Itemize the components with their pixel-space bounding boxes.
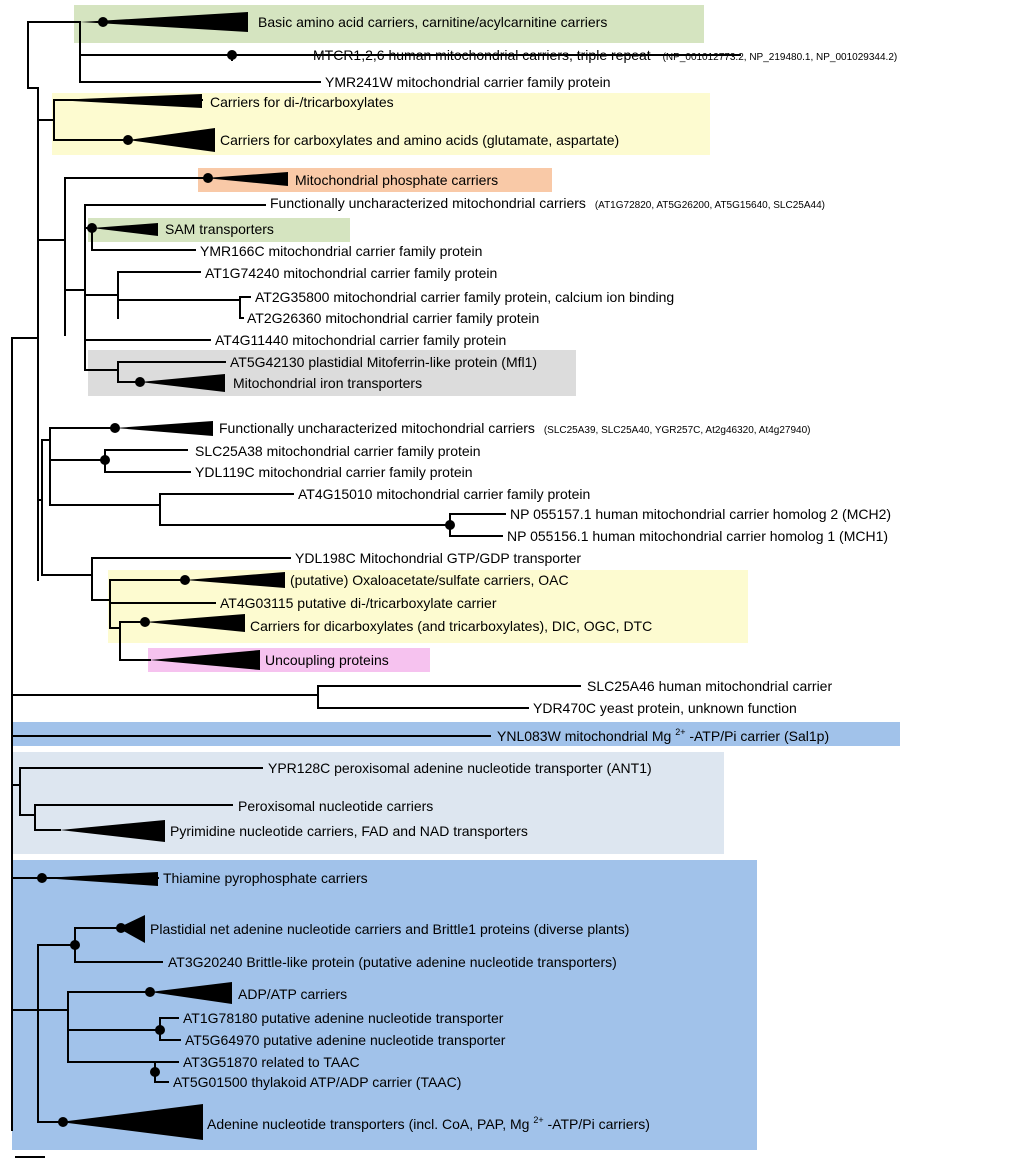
node-dot xyxy=(155,1025,165,1035)
label-ypr128c: YPR128C peroxisomal adenine nucleotide t… xyxy=(268,760,652,776)
collapsed-clades xyxy=(42,12,288,1140)
label-at5g42130: AT5G42130 plastidial Mitoferrin-like pro… xyxy=(230,354,537,370)
box-iron xyxy=(88,350,576,396)
clade-triangle-oac xyxy=(185,572,285,588)
label-ynl083w-part1: YNL083W mitochondrial Mg xyxy=(497,728,671,744)
label-at4g03115: AT4G03115 putative di-/tricarboxylate ca… xyxy=(220,595,497,611)
label-pyrim: Pyrimidine nucleotide carriers, FAD and … xyxy=(170,823,528,839)
label-at4g15010: AT4G15010 mitochondrial carrier family p… xyxy=(298,486,590,502)
label-adenine-sup: 2+ xyxy=(533,1115,543,1125)
label-at3g51870: AT3G51870 related to TAAC xyxy=(183,1054,360,1070)
label-oac: (putative) Oxaloacetate/sulfate carriers… xyxy=(290,572,569,588)
label-ditri: Carriers for di-/tricarboxylates xyxy=(210,94,394,110)
label-slc25a38: SLC25A38 mitochondrial carrier family pr… xyxy=(195,443,481,459)
label-ydl119c: YDL119C mitochondrial carrier family pro… xyxy=(195,464,473,480)
node-dot xyxy=(116,923,126,933)
label-mtcr-accessions: (NP_001012773.2, NP_219480.1, NP_0010293… xyxy=(663,52,898,63)
label-phosphate: Mitochondrial phosphate carriers xyxy=(295,172,498,188)
label-ydl198c: YDL198C Mitochondrial GTP/GDP transporte… xyxy=(295,550,581,566)
clade-triangle-basic-amino-acid xyxy=(80,12,248,32)
label-slc25a46: SLC25A46 human mitochondrial carrier xyxy=(587,678,832,694)
node-dot xyxy=(180,575,190,585)
node-dot xyxy=(123,135,133,145)
label-iron: Mitochondrial iron transporters xyxy=(233,375,422,391)
label-thiamine: Thiamine pyrophosphate carriers xyxy=(163,870,368,886)
bootstrap-nodes xyxy=(37,17,455,1127)
node-dot xyxy=(445,520,455,530)
label-fu2-accessions: (SLC25A39, SLC25A40, YGR257C, At2g46320,… xyxy=(544,425,811,436)
node-dot xyxy=(70,940,80,950)
label-at4g11440: AT4G11440 mitochondrial carrier family p… xyxy=(215,332,506,348)
label-mch1: NP 055156.1 human mitochondrial carrier … xyxy=(507,528,888,544)
label-at5g64970: AT5G64970 putative adenine nucleotide tr… xyxy=(185,1032,506,1048)
clade-triangle-iron xyxy=(140,374,225,392)
label-fu1-accessions: (AT1G72820, AT5G26200, AT5G15640, SLC25A… xyxy=(595,200,825,211)
clade-triangle-adenine xyxy=(60,1104,203,1140)
node-dot xyxy=(145,987,155,997)
label-adenine-part2: -ATP/Pi carriers) xyxy=(547,1116,649,1132)
label-at5g01500: AT5G01500 thylakoid ATP/ADP carrier (TAA… xyxy=(173,1074,461,1090)
label-adenine-part1: Adenine nucleotide transporters (incl. C… xyxy=(207,1116,529,1132)
label-mch2: NP 055157.1 human mitochondrial carrier … xyxy=(510,506,891,522)
clade-triangle-adp-atp xyxy=(150,982,232,1004)
clade-triangle-plastidial xyxy=(118,915,145,943)
label-basic-amino-acid: Basic amino acid carriers, carnitine/acy… xyxy=(258,14,607,30)
box-ynl083w xyxy=(12,722,900,746)
clade-triangle-carboxylates xyxy=(128,128,215,152)
label-sam: SAM transporters xyxy=(165,221,274,237)
label-fu2: Functionally uncharacterized mitochondri… xyxy=(219,420,811,436)
clade-triangle-ditri xyxy=(54,94,202,108)
label-at3g20240: AT3G20240 Brittle-like protein (putative… xyxy=(168,954,617,970)
clade-triangle-thiamine xyxy=(42,872,158,886)
clade-triangle-fu2 xyxy=(115,421,213,436)
node-dot xyxy=(140,617,150,627)
label-ynl083w: YNL083W mitochondrial Mg 2+ -ATP/Pi carr… xyxy=(497,722,829,744)
node-dot xyxy=(58,1117,68,1127)
node-dot xyxy=(87,223,97,233)
label-plastidial: Plastidial net adenine nucleotide carrie… xyxy=(150,921,629,937)
label-adenine: Adenine nucleotide transporters (incl. C… xyxy=(207,1110,650,1132)
label-carboxylates: Carriers for carboxylates and amino acid… xyxy=(220,132,619,148)
node-dot xyxy=(135,377,145,387)
label-ynl083w-sup: 2+ xyxy=(675,727,685,737)
label-fu1: Functionally uncharacterized mitochondri… xyxy=(270,195,825,211)
label-perox: Peroxisomal nucleotide carriers xyxy=(238,798,433,814)
tree-branches xyxy=(11,21,741,1158)
label-ydr470c: YDR470C yeast protein, unknown function xyxy=(533,700,797,716)
label-ucp: Uncoupling proteins xyxy=(265,652,389,668)
label-ymr241w: YMR241W mitochondrial carrier family pro… xyxy=(325,74,611,90)
label-adp-atp: ADP/ATP carriers xyxy=(238,986,347,1002)
box-adenine xyxy=(12,860,757,1150)
node-dot xyxy=(227,50,237,60)
label-mtcr: MTCR1,2,6 human mitochondrial carriers, … xyxy=(313,47,897,63)
clade-triangle-dicarb xyxy=(145,614,245,632)
clade-triangle-ucp xyxy=(150,650,260,670)
clade-triangle-sam xyxy=(92,223,158,236)
label-fu1-name: Functionally uncharacterized mitochondri… xyxy=(270,195,586,211)
label-dicarb: Carriers for dicarboxylates (and tricarb… xyxy=(250,618,652,634)
label-fu2-name: Functionally uncharacterized mitochondri… xyxy=(219,420,535,436)
tip-labels: Basic amino acid carriers, carnitine/acy… xyxy=(150,14,897,1132)
label-at1g78180: AT1G78180 putative adenine nucleotide tr… xyxy=(183,1010,504,1026)
node-dot xyxy=(100,455,110,465)
label-ymr166c: YMR166C mitochondrial carrier family pro… xyxy=(200,243,482,259)
node-dot xyxy=(203,173,213,183)
node-dot xyxy=(110,423,120,433)
node-dot xyxy=(37,873,47,883)
label-ynl083w-part2: -ATP/Pi carrier (Sal1p) xyxy=(689,728,829,744)
node-dot xyxy=(98,17,108,27)
label-at1g74240: AT1G74240 mitochondrial carrier family p… xyxy=(205,265,497,281)
label-mtcr-name: MTCR1,2,6 human mitochondrial carriers, … xyxy=(313,47,651,63)
clade-triangle-phosphate xyxy=(205,172,288,186)
label-at2g26360: AT2G26360 mitochondrial carrier family p… xyxy=(247,310,539,326)
clade-triangle-perox xyxy=(60,820,165,842)
label-at2g35800: AT2G35800 mitochondrial carrier family p… xyxy=(255,289,674,305)
node-dot xyxy=(150,1067,160,1077)
highlight-boxes xyxy=(12,5,900,1150)
